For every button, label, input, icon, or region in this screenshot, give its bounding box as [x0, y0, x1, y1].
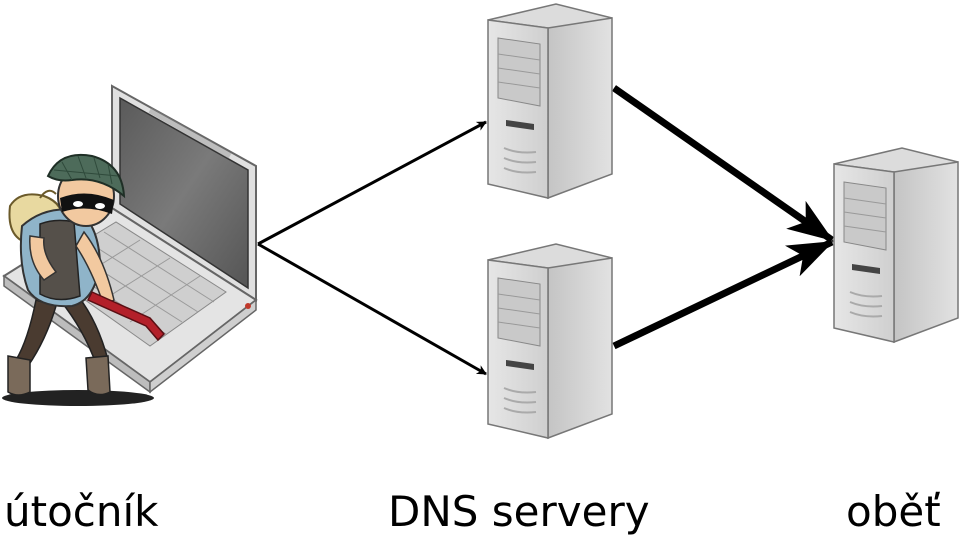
arrow-dns-bottom-to-victim — [612, 238, 834, 350]
victim-label: oběť — [846, 487, 941, 536]
dns-server-top-icon — [487, 3, 613, 199]
arrow-attacker-to-dns-top — [257, 120, 487, 246]
arrow-dns-top-to-victim — [611, 85, 835, 243]
arrow-attacker-to-dns-bottom — [257, 242, 487, 376]
burglar-icon — [2, 154, 166, 406]
dns-server-bottom-icon — [487, 243, 613, 439]
dns-servers-label: DNS servery — [388, 487, 650, 536]
victim-server-icon — [833, 147, 959, 343]
attacker-label: útočník — [4, 487, 159, 536]
